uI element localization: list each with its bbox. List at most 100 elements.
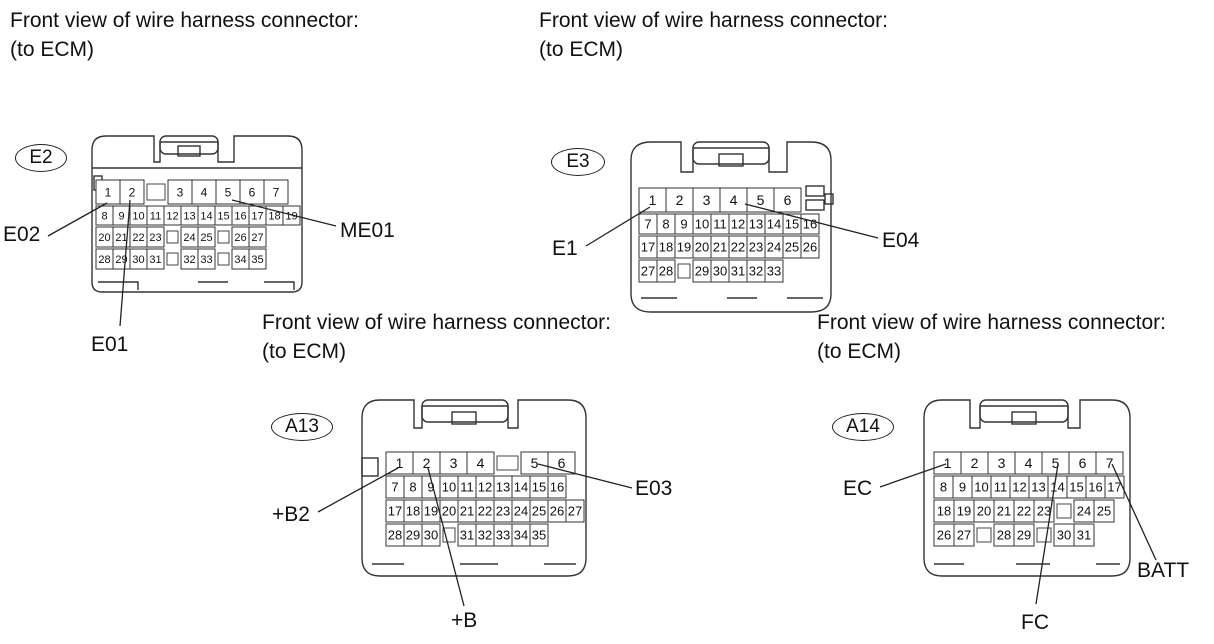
leader-line-e02	[47, 202, 108, 237]
connector-pin-number: 24	[1077, 504, 1091, 519]
connector-pin-number: 11	[150, 210, 161, 222]
connector-pin-number: 35	[532, 528, 546, 543]
connector-pin-number: 15	[1069, 480, 1083, 495]
connector-pin-cell	[197, 226, 216, 248]
connector-pin-number: 26	[550, 504, 564, 519]
connector-pin-number: 6	[249, 185, 256, 199]
connector-pin-number: 27	[251, 232, 263, 244]
connector-pin-cell	[197, 248, 216, 270]
connector-pin-number: 7	[273, 185, 280, 199]
connector-pin-number: 25	[785, 240, 799, 255]
connector-id-badge: A14	[832, 413, 894, 441]
terminal-label: E03	[635, 477, 673, 500]
connector-pin-number: 26	[937, 528, 951, 543]
connector-id-badge: E2	[15, 144, 67, 172]
connector-pin-number: 6	[784, 192, 792, 208]
connector-pin-number: 32	[478, 528, 492, 543]
caption-e3: Front view of wire harness connector: (t…	[539, 9, 888, 61]
terminal-label: EC	[843, 477, 873, 500]
terminal-label: BATT	[1137, 559, 1190, 582]
caption-a14: Front view of wire harness connector: (t…	[817, 311, 1166, 363]
connector-pin-number: 24	[514, 504, 528, 519]
connector-pin-number: 8	[409, 480, 416, 495]
connector-pin-number: 7	[644, 217, 651, 232]
terminal-label: E01	[91, 333, 129, 356]
connector-pin-number: 10	[442, 480, 456, 495]
connector-pin-number: 31	[460, 528, 474, 543]
connector-pin-number: 1	[396, 455, 404, 471]
connector-pin-number: 32	[183, 254, 195, 266]
connector-pin-number: 15	[785, 217, 799, 232]
connector-id-badge: A13	[271, 413, 333, 441]
connector-pin-number: 33	[200, 254, 212, 266]
connector-pin-cell	[1033, 499, 1055, 523]
connector-pin-cell	[248, 248, 267, 270]
connector-pin-number: 25	[532, 504, 546, 519]
connector-pin-cell	[146, 248, 165, 270]
connector-pin-number: 13	[749, 217, 763, 232]
connector-pin-number: 22	[478, 504, 492, 519]
connector-pin-cell	[119, 179, 145, 205]
connector-pin-cell	[692, 187, 721, 213]
connector-pin-number: 21	[115, 232, 127, 244]
connector-pin-number: 17	[1107, 480, 1121, 495]
connector-pin-number: 18	[937, 504, 951, 519]
connector-pin-number: 30	[713, 264, 727, 279]
connector-pin-cell	[466, 451, 495, 475]
connector-pin-number: 5	[1052, 455, 1060, 471]
connector-pin-number: 20	[977, 504, 991, 519]
connector-blank-cavity	[146, 183, 166, 201]
connector-pin-cell	[638, 187, 667, 213]
connector-pin-number: 18	[406, 504, 420, 519]
connector-pin-cell	[146, 226, 165, 248]
terminal-label: E04	[882, 229, 920, 252]
connector-pin-number: 33	[496, 528, 510, 543]
connector-pin-number: 1	[105, 185, 112, 199]
connector-pin-cell	[719, 187, 748, 213]
caption-a13: Front view of wire harness connector: (t…	[262, 311, 611, 363]
connector-pin-number: 13	[1031, 480, 1045, 495]
leader-line-fc	[1035, 463, 1059, 605]
connector-pin-number: 6	[558, 455, 566, 471]
leader-line-e03	[537, 463, 633, 489]
connector-pin-number: 11	[460, 480, 474, 495]
connector-blank-cavity	[166, 252, 179, 266]
connector-blank-cavity	[166, 230, 179, 244]
connector-pin-number: 3	[703, 192, 711, 208]
connector-pin-number: 10	[695, 217, 709, 232]
connector-pin-number: 30	[132, 254, 144, 266]
connector-pin-number: 25	[1097, 504, 1111, 519]
connector-pin-number: 17	[388, 504, 402, 519]
connector-blank-cavity	[442, 527, 456, 543]
connector-pin-number: 9	[959, 480, 966, 495]
leader-line-e1	[585, 206, 651, 247]
connector-pin-cell	[529, 523, 549, 547]
connector-pin-number: 28	[659, 264, 673, 279]
connector-pin-number: 13	[183, 210, 195, 222]
connector-id-badge: E3	[551, 148, 605, 176]
connector-pin-number: 29	[406, 528, 420, 543]
terminal-label: +B	[451, 609, 478, 632]
connector-pin-number: 29	[695, 264, 709, 279]
connector-pin-number: 22	[1017, 504, 1031, 519]
leader-line-me01	[231, 199, 337, 227]
connector-pin-number: 22	[132, 232, 144, 244]
connector-pin-cell	[656, 259, 676, 283]
connector-pin-number: 14	[514, 480, 528, 495]
connector-pin-cell	[953, 523, 975, 547]
connector-pin-number: 27	[957, 528, 971, 543]
connector-blank-cavity	[1056, 503, 1072, 519]
connector-pin-cell	[773, 187, 802, 213]
connector-pin-number: 10	[132, 210, 144, 222]
connector-pin-number: 33	[767, 264, 781, 279]
terminal-label: +B2	[272, 503, 310, 526]
terminal-label: E02	[3, 223, 41, 246]
connector-pin-number: 19	[424, 504, 438, 519]
connector-pin-number: 15	[532, 480, 546, 495]
connector-pin-number: 4	[1025, 455, 1033, 471]
connector-blank-cavity	[677, 263, 691, 279]
connector-pin-number: 31	[731, 264, 745, 279]
connector-pin-number: 12	[1012, 480, 1026, 495]
